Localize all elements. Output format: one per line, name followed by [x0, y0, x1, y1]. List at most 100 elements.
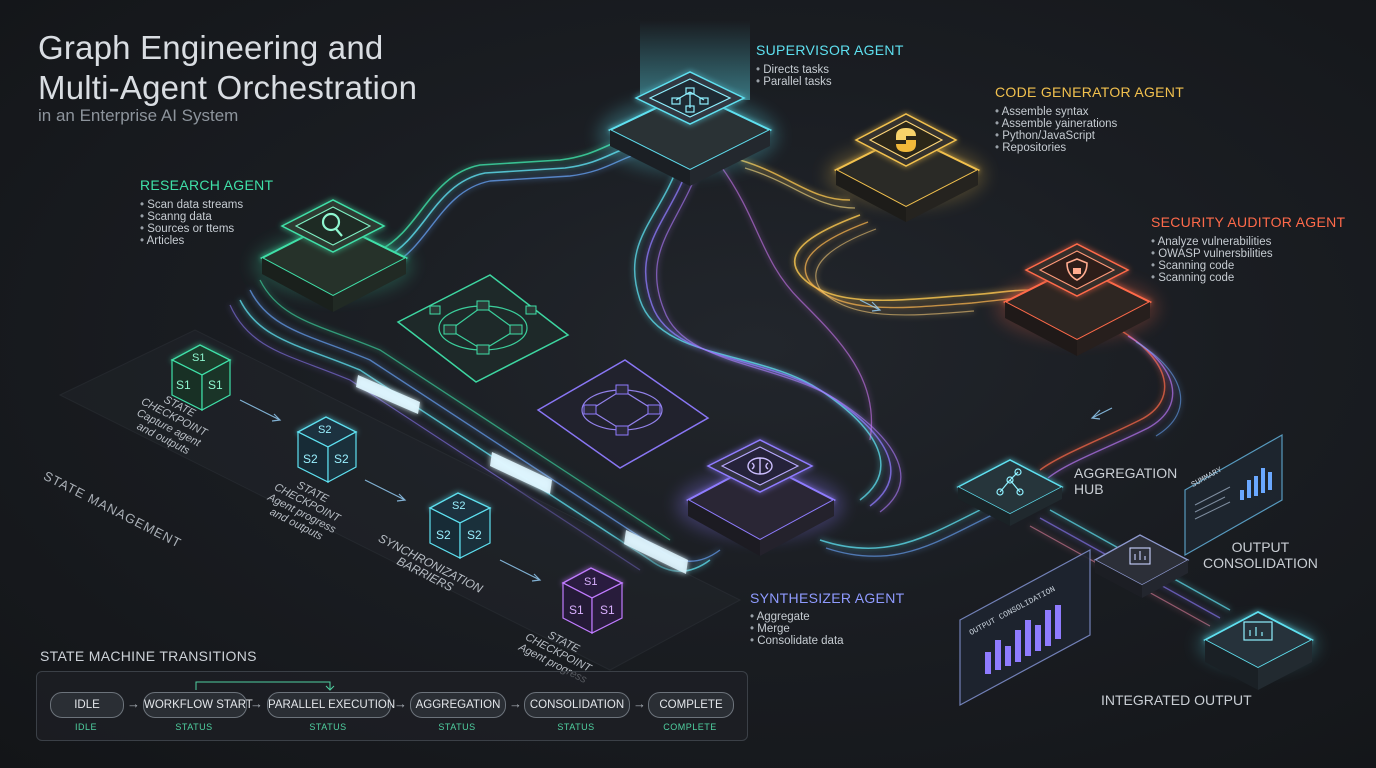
state-pill-consolidation: CONSOLIDATION — [524, 692, 630, 718]
cube-3-code: S2 — [452, 500, 466, 512]
list-item: Articles — [140, 235, 243, 247]
shield-lock-icon — [1066, 258, 1088, 281]
state-pill-aggregation: AGGREGATION — [410, 692, 506, 718]
flow-arrows — [239, 299, 1113, 582]
list-item: Assemble syntax — [995, 106, 1117, 118]
aggregation-hub-line-2: HUB — [1074, 481, 1104, 497]
synthesizer-agent-label: SYNTHESIZER AGENT — [750, 590, 905, 606]
brain-icon — [747, 457, 773, 475]
server-chart-icon — [1243, 621, 1273, 641]
status-aggregation: STATUS — [438, 722, 476, 732]
code-generator-agent-items: Assemble syntax Assemble yainerations Py… — [995, 106, 1118, 154]
summary-panel — [1184, 433, 1283, 557]
list-item: Consolidate data — [750, 635, 843, 647]
cube-2-code-right: S2 — [334, 452, 349, 466]
list-item: Directs tasks — [756, 64, 832, 76]
status-idle: IDLE — [74, 722, 97, 732]
state-cube-4 — [561, 567, 624, 634]
list-item: Analyze vulnerabilities — [1151, 236, 1273, 248]
cube-2-code: S2 — [318, 424, 332, 436]
list-item: Aggregate — [750, 611, 844, 623]
research-agent-label: RESEARCH AGENT — [140, 177, 274, 193]
code-security-wires — [793, 214, 1033, 316]
security-auditor-agent-items: Analyze vulnerabilities OWASP vulnersbil… — [1151, 236, 1273, 284]
supervisor-agent-items: Directs tasks Parallel tasks — [756, 64, 832, 88]
synthesizer-tile — [676, 439, 844, 556]
cube-3-code-left: S2 — [436, 528, 451, 542]
security-auditor-agent-label: SECURITY AUDITOR AGENT — [1151, 214, 1346, 230]
cube-4-code: S1 — [584, 576, 598, 588]
status-complete: COMPLETE — [663, 722, 717, 732]
output-device-tile — [1093, 534, 1190, 598]
state-cube-1 — [170, 344, 232, 412]
code-generator-tile — [826, 113, 986, 222]
synthesizer-agent-items: Aggregate Merge Consolidate data — [750, 611, 844, 647]
research-tile — [253, 199, 413, 312]
list-item: Scanning code — [1151, 260, 1273, 272]
status-workflow-start: STATUS — [175, 722, 213, 732]
list-item: Scan data streams — [140, 199, 243, 211]
state-arrow-3: → — [394, 696, 407, 711]
supervisor-tile — [598, 71, 778, 186]
code-generator-agent-label: CODE GENERATOR AGENT — [995, 84, 1185, 100]
aggregation-tile — [956, 459, 1064, 526]
cube-4-code-right: S1 — [600, 603, 615, 617]
security-aggregation-wires — [1039, 329, 1182, 479]
state-pill-parallel-execution: PARALLEL EXECUTION — [267, 692, 395, 718]
state-arrow-1: → — [127, 696, 140, 711]
status-parallel-execution: STATUS — [309, 722, 347, 732]
state-arrow-2: → — [250, 696, 263, 711]
security-tile — [995, 243, 1159, 356]
state-arrow-4: → — [509, 696, 522, 711]
document-chart-icon — [1129, 547, 1151, 565]
list-item: Scanng data — [140, 211, 243, 223]
hub-nodes-icon — [996, 468, 1024, 496]
cube-3-code-right: S2 — [467, 528, 482, 542]
output-consolidation-panel — [959, 548, 1091, 707]
title-line-1: Graph Engineering and — [38, 29, 384, 66]
aggregation-hub-label: AGGREGATION HUB — [1074, 465, 1177, 497]
cube-2-code-left: S2 — [303, 452, 318, 466]
integrated-output-tile — [1198, 610, 1318, 690]
graph-tile-teal — [396, 274, 570, 383]
output-consolidation-line-1: OUTPUT — [1231, 539, 1290, 555]
cube-4-code-left: S1 — [569, 603, 584, 617]
research-agent-items: Scan data streams Scanng data Sources or… — [140, 199, 244, 247]
supervisor-agent-label: SUPERVISOR AGENT — [756, 42, 904, 58]
list-item: Merge — [750, 623, 844, 635]
aggregation-hub-line-1: AGGREGATION — [1074, 465, 1178, 481]
magnifier-icon — [321, 212, 343, 237]
python-logo-icon — [896, 128, 916, 152]
state-pill-complete: COMPLETE — [648, 692, 734, 718]
cube-1-code: S1 — [192, 352, 206, 364]
list-item: Assemble yainerations — [995, 118, 1118, 130]
state-lane-wires — [229, 279, 721, 572]
synthesizer-aggregation-wires — [819, 499, 1007, 557]
cube-1-code-left: S1 — [176, 378, 191, 392]
state-cube-2 — [296, 416, 358, 484]
title-line-2: Multi-Agent Orchestration — [38, 69, 418, 106]
page-subtitle: in an Enterprise AI System — [38, 106, 239, 125]
graph-nodes-icon — [671, 87, 709, 113]
supervisor-synthesizer-wires — [633, 159, 902, 513]
list-item: Parallel tasks — [756, 76, 831, 88]
research-supervisor-wires — [379, 134, 651, 267]
integrated-output-label: INTEGRATED OUTPUT — [1101, 692, 1252, 708]
supervisor-code-wires — [739, 159, 856, 209]
state-pill-workflow-start: WORKFLOW START — [143, 692, 253, 718]
list-item: OWASP vulnersbilities — [1151, 248, 1272, 260]
state-cube-3 — [428, 492, 492, 559]
list-item: Scanning code — [1151, 272, 1273, 284]
list-item: Sources or ttems — [140, 223, 243, 235]
state-machine-title: STATE MACHINE TRANSITIONS — [40, 648, 257, 664]
output-consolidation-line-2: CONSOLIDATION — [1203, 555, 1318, 571]
state-arrow-5: → — [633, 696, 646, 711]
sync-barriers — [356, 375, 688, 574]
page-title: Graph Engineering and Multi-Agent Orches… — [38, 28, 417, 108]
status-consolidation: STATUS — [557, 722, 595, 732]
cube-1-code-right: S1 — [208, 378, 223, 392]
output-consolidation-label: OUTPUT CONSOLIDATION — [1203, 539, 1318, 571]
list-item: Repositories — [995, 142, 1117, 154]
